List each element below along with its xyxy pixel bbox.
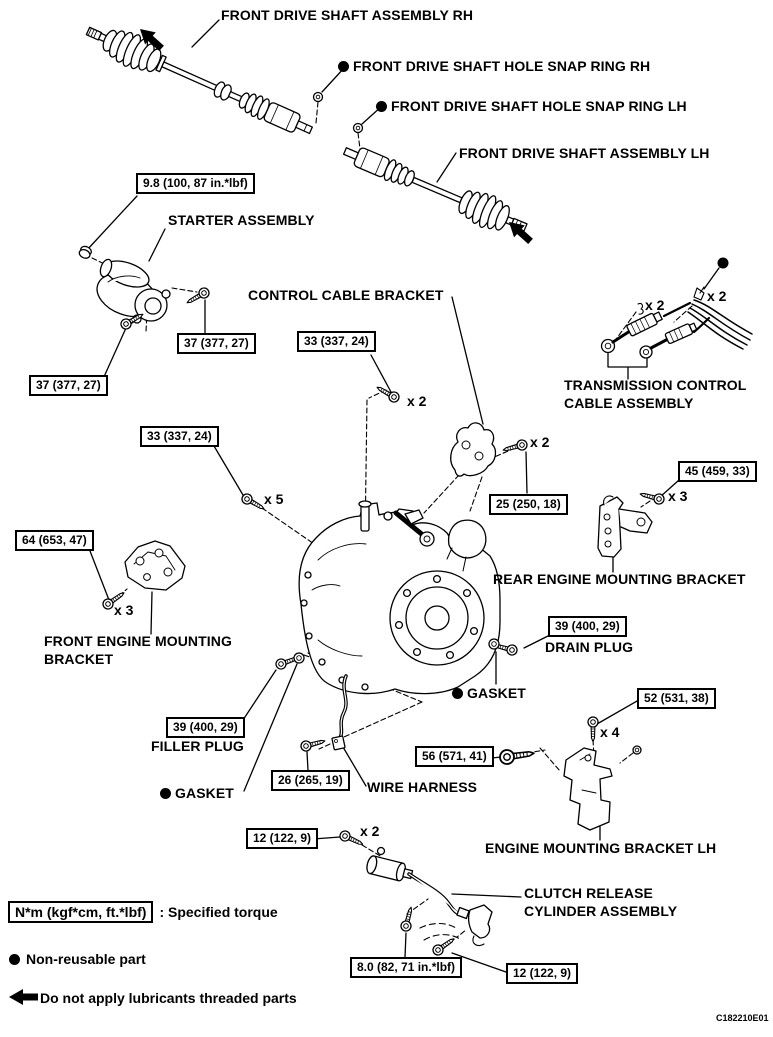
do-not-lubricate-legend-arrow-icon — [8, 988, 39, 1006]
snap-ring-lh-drawing — [352, 122, 364, 134]
torque-case-bolt-upper: 33 (337, 24) — [297, 331, 376, 352]
label-engine-mounting-bracket-lh: ENGINE MOUNTING BRACKET LH — [485, 840, 717, 856]
figure-code: C182210E01 — [716, 1013, 769, 1023]
transmission-control-cable-drawing — [600, 286, 753, 359]
legend-specified-torque: N*m (kgf*cm, ft.*lbf) : Specified torque — [8, 901, 278, 923]
non-reusable-dot-icon — [160, 787, 171, 799]
label-snap-ring-rh: FRONT DRIVE SHAFT HOLE SNAP RING RH — [338, 57, 650, 75]
count-cable-clip-left: x 2 — [645, 297, 665, 313]
label-gasket-drain: GASKET — [452, 684, 526, 702]
filler-plug-drawing — [273, 651, 305, 672]
non-reusable-dot-icon — [338, 60, 349, 72]
transaxle-drawing — [298, 500, 501, 695]
harness-bolt-icon — [299, 735, 327, 753]
label-starter-assembly: STARTER ASSEMBLY — [168, 212, 315, 228]
legend-no-lubricants: Do not apply lubricants threaded parts — [40, 990, 297, 1006]
bracket-lh-bolt-icon — [587, 716, 599, 743]
label-gasket-filler: GASKET — [160, 784, 234, 802]
torque-clutch-bolt-upper: 12 (122, 9) — [246, 828, 319, 849]
control-cable-bracket-drawing — [450, 422, 497, 477]
label-rear-engine-mounting-bracket: REAR ENGINE MOUNTING BRACKET — [493, 571, 746, 587]
starter-drawing — [96, 258, 171, 324]
mount-through-bolt-icon — [498, 745, 536, 766]
torque-clutch-bolt-lower: 12 (122, 9) — [506, 963, 579, 984]
torque-clutch-line-bolt: 8.0 (82, 71 in.*lbf) — [350, 957, 463, 978]
clutch-release-cylinder-drawing — [366, 846, 493, 947]
torque-bracket-lh-bolt: 52 (531, 38) — [637, 688, 716, 709]
label-snap-ring-lh: FRONT DRIVE SHAFT HOLE SNAP RING LH — [376, 97, 687, 115]
count-clutch-bolts: x 2 — [360, 823, 380, 839]
torque-starter-nut: 9.8 (100, 87 in.*lbf) — [136, 173, 255, 194]
legend-non-reusable: Non-reusable part — [9, 951, 146, 967]
torque-cable-bracket-bolt: 25 (250, 18) — [489, 494, 568, 515]
torque-harness-bolt: 26 (265, 19) — [271, 770, 350, 791]
front-drive-shaft-lh-drawing — [342, 147, 528, 232]
starter-nut-drawing — [78, 245, 92, 259]
front-drive-shaft-rh-drawing — [85, 26, 313, 135]
torque-mount-through-bolt: 56 (571, 41) — [415, 746, 494, 767]
torque-case-bolt-lower: 33 (337, 24) — [140, 426, 219, 447]
snap-ring-rh-drawing — [312, 91, 324, 103]
label-filler-plug: FILLER PLUG — [151, 738, 244, 754]
case-bolt-icon — [239, 491, 268, 514]
non-reusable-dot-icon — [9, 953, 20, 965]
label-front-drive-shaft-rh: FRONT DRIVE SHAFT ASSEMBLY RH — [221, 7, 474, 23]
label-wire-harness: WIRE HARNESS — [367, 779, 478, 795]
non-reusable-dot-icon — [452, 687, 463, 699]
non-reusable-dot-icon — [376, 100, 387, 112]
torque-starter-bolt-lower: 37 (377, 27) — [29, 375, 108, 396]
count-bracket-mount-bolt: x 2 — [530, 434, 550, 450]
label-clutch-release-cylinder: CLUTCH RELEASE CYLINDER ASSEMBLY — [524, 885, 678, 919]
label-control-cable-bracket: CONTROL CABLE BRACKET — [248, 287, 444, 303]
legend-torque-box: N*m (kgf*cm, ft.*lbf) — [8, 901, 154, 923]
count-cable-clamp-right: x 2 — [707, 288, 727, 304]
count-rear-bracket-bolts: x 3 — [668, 488, 688, 504]
label-front-engine-mounting-bracket: FRONT ENGINE MOUNTING BRACKET — [44, 633, 232, 667]
drain-plug-drawing — [488, 638, 519, 657]
count-bracket-lh-bolts: x 4 — [600, 724, 620, 740]
starter-bolt-upper-icon — [183, 285, 212, 308]
label-drain-plug: DRAIN PLUG — [545, 639, 634, 655]
non-reusable-dot-icon — [717, 257, 729, 269]
front-engine-mounting-bracket-drawing — [124, 540, 186, 591]
engine-mounting-bracket-lh-drawing — [563, 745, 642, 831]
torque-filler-plug: 39 (400, 29) — [166, 717, 245, 738]
count-front-bracket-bolts: x 3 — [114, 602, 134, 618]
label-front-drive-shaft-lh: FRONT DRIVE SHAFT ASSEMBLY LH — [459, 145, 710, 161]
count-case-bolts: x 5 — [264, 491, 284, 507]
count-bracket-bolt: x 2 — [407, 393, 427, 409]
torque-rear-bracket-bolt: 45 (459, 33) — [678, 461, 757, 482]
leader-lines — [86, 19, 720, 973]
rear-bracket-bolt-icon — [638, 488, 666, 506]
wire-harness-drawing — [331, 674, 348, 751]
rear-engine-mounting-bracket-drawing — [597, 495, 653, 558]
label-transmission-control-cable: TRANSMISSION CONTROL CABLE ASSEMBLY — [564, 377, 747, 411]
torque-starter-bolt-upper: 37 (377, 27) — [177, 333, 256, 354]
torque-drain-plug: 39 (400, 29) — [548, 616, 627, 637]
legend-torque-note: : Specified torque — [159, 904, 278, 920]
torque-front-bracket-bolt: 64 (653, 47) — [15, 530, 94, 551]
